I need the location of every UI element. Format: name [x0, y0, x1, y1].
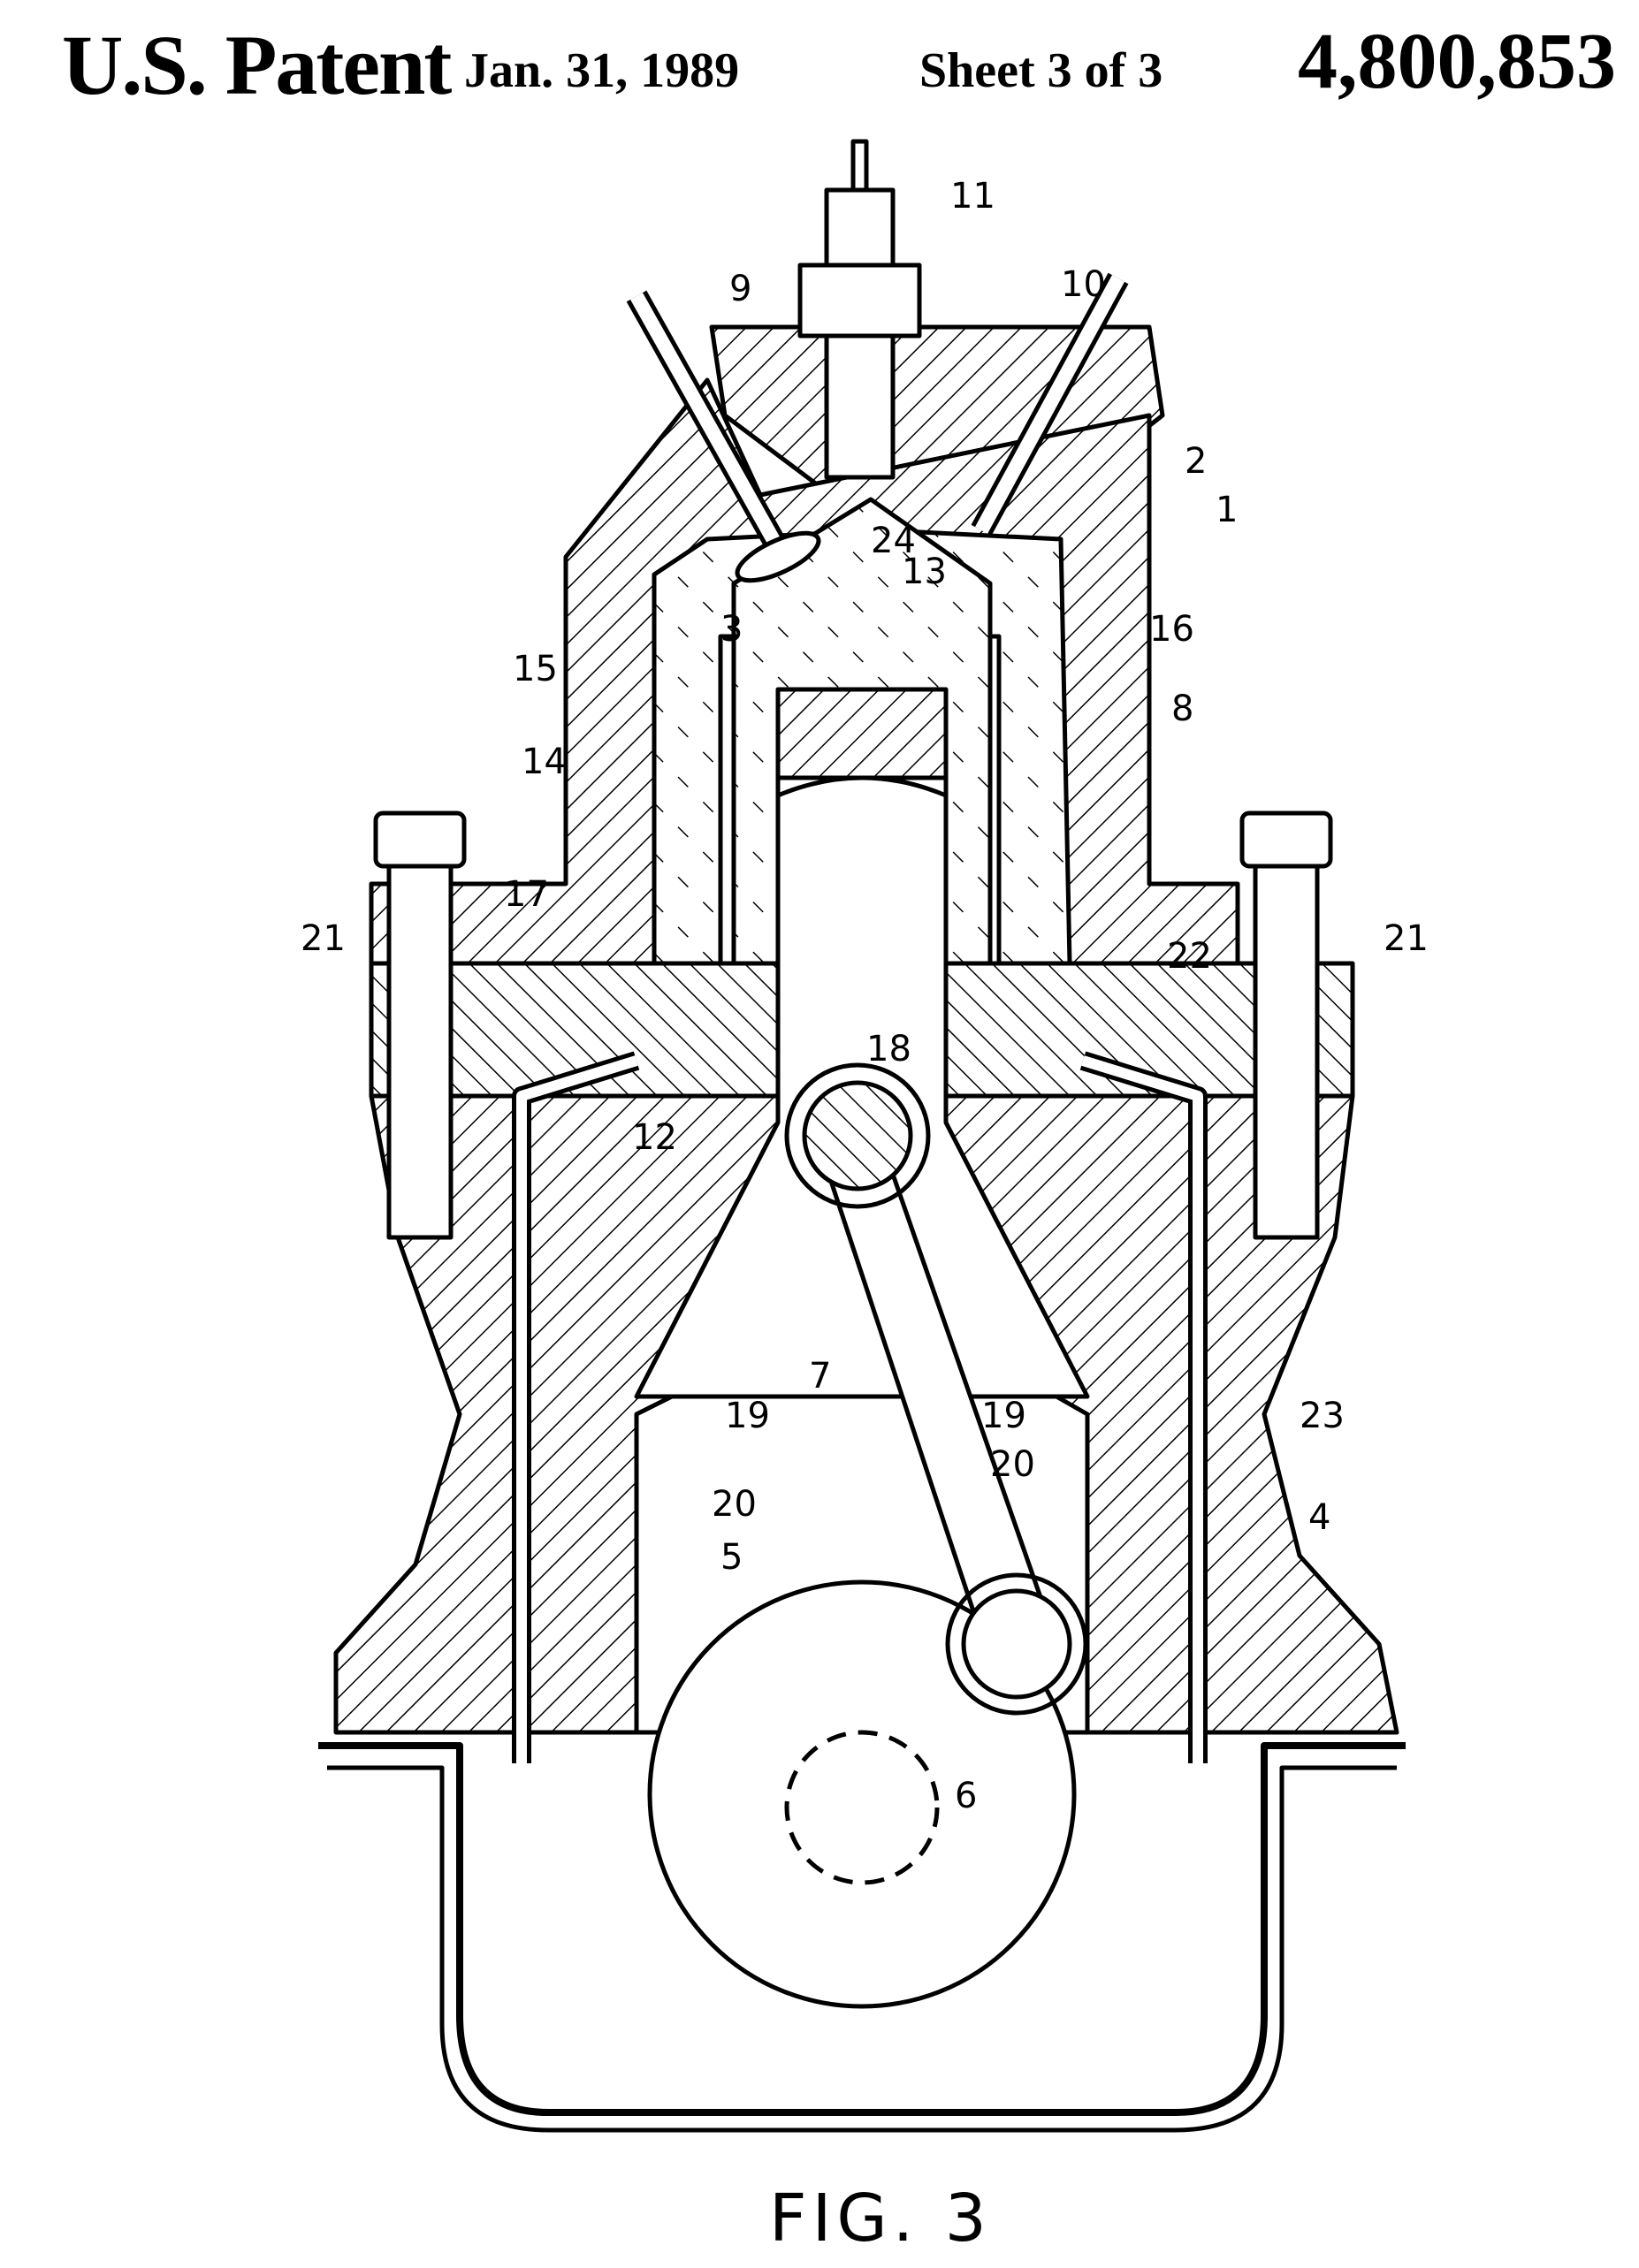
label-7: 7 — [809, 1356, 831, 1397]
label-16: 16 — [1149, 609, 1194, 650]
label-21b: 21 — [1384, 918, 1429, 959]
label-11: 11 — [950, 176, 995, 217]
label-8: 8 — [1171, 689, 1193, 729]
label-20a: 20 — [712, 1484, 757, 1525]
crank-web — [647, 1579, 1077, 2009]
label-5: 5 — [720, 1537, 743, 1578]
label-9: 9 — [729, 269, 751, 309]
label-3: 3 — [720, 609, 743, 650]
label-22: 22 — [1167, 936, 1212, 977]
patent-title: U.S. Patent — [62, 18, 452, 112]
bolt-right — [1239, 811, 1333, 869]
figure-caption: FIG. 3 — [769, 2180, 992, 2257]
label-19a: 19 — [725, 1396, 770, 1436]
reference-labels: 1 2 3 4 5 6 7 8 9 10 11 12 13 14 15 16 1… — [301, 176, 1429, 1816]
label-12: 12 — [632, 1117, 677, 1158]
oil-pan — [318, 1742, 1406, 2116]
piston-boss — [775, 687, 949, 780]
label-23: 23 — [1300, 1396, 1345, 1436]
label-2: 2 — [1185, 441, 1207, 482]
label-13: 13 — [902, 552, 947, 592]
label-20b: 20 — [990, 1444, 1035, 1485]
bolt-left — [373, 811, 467, 869]
sheet-number: Sheet 3 of 3 — [919, 43, 1163, 98]
label-18: 18 — [866, 1029, 911, 1069]
label-17: 17 — [504, 874, 549, 915]
patent-number: 4,800,853 — [1298, 18, 1616, 105]
label-10: 10 — [1061, 264, 1106, 305]
label-6: 6 — [955, 1776, 977, 1816]
label-14: 14 — [522, 742, 567, 782]
label-21a: 21 — [301, 918, 346, 959]
spark-plug — [824, 187, 896, 277]
patent-date: Jan. 31, 1989 — [464, 43, 740, 98]
label-24: 24 — [871, 521, 916, 561]
label-1: 1 — [1216, 490, 1238, 530]
crank-pin — [961, 1588, 1072, 1700]
label-15: 15 — [513, 649, 558, 689]
label-19b: 19 — [981, 1396, 1026, 1436]
label-4: 4 — [1308, 1497, 1330, 1538]
crankshaft — [784, 1730, 940, 1885]
piston-pin — [802, 1080, 913, 1191]
